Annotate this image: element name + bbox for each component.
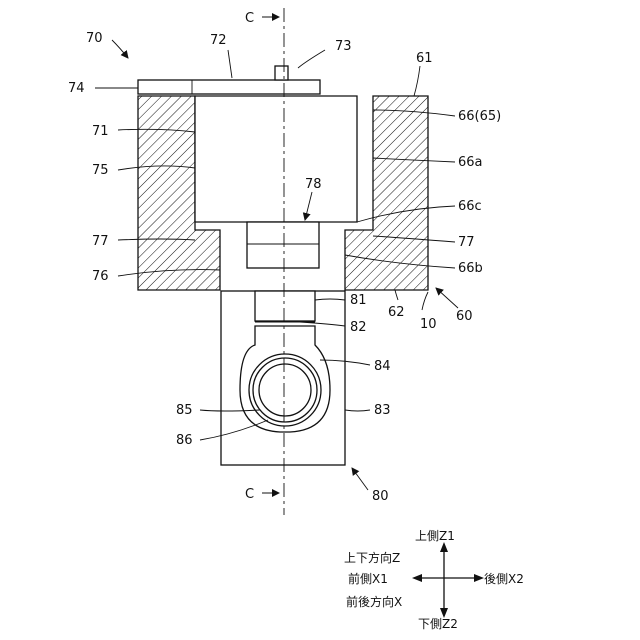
label-62: 62 [388,305,405,320]
label-75: 75 [92,163,109,178]
legend-front-label: 前側X1 [348,571,388,586]
label-86: 86 [176,433,193,448]
label-10: 10 [420,317,437,332]
label-74: 74 [68,81,85,96]
label-72: 72 [210,33,227,48]
legend-horizontal-axis-label: 前後方向X [346,594,402,609]
legend-down-label: 下側Z2 [418,617,458,631]
label-84: 84 [374,359,391,374]
label-78: 78 [305,177,322,192]
element-78-box [247,222,319,268]
label-70: 70 [86,31,103,46]
label-77-right: 77 [458,235,475,250]
label-66a: 66a [458,155,483,170]
legend-labels: 上側Z1 上下方向Z 前側X1 後側X2 前後方向X 下側Z2 [344,529,524,631]
legend-back-label: 後側X2 [484,572,524,586]
label-81: 81 [350,293,367,308]
label-80: 80 [372,489,389,504]
label-60: 60 [456,309,473,324]
label-83: 83 [374,403,391,418]
label-77-left: 77 [92,234,109,249]
label-71: 71 [92,124,109,139]
element-78 [247,222,319,268]
section-label-bottom: C [245,487,254,502]
top-cap [138,66,320,94]
lower-block [221,291,345,465]
label-66-65: 66(65) [458,109,501,124]
inner-body [195,96,357,222]
label-61: 61 [416,51,433,66]
label-66b: 66b [458,261,483,276]
label-85: 85 [176,403,193,418]
label-73: 73 [335,39,352,54]
legend-vertical-axis-label: 上下方向Z [344,550,400,565]
inner-body-outline [195,96,357,222]
cap-plate [138,80,320,94]
direction-legend [412,542,484,618]
legend-up-label: 上側Z1 [415,529,455,543]
label-66c: 66c [458,199,482,214]
label-76: 76 [92,269,109,284]
section-label-top: C [245,11,254,26]
neck-81 [255,291,315,321]
label-82: 82 [350,320,367,335]
cap-pin-73 [275,66,288,80]
